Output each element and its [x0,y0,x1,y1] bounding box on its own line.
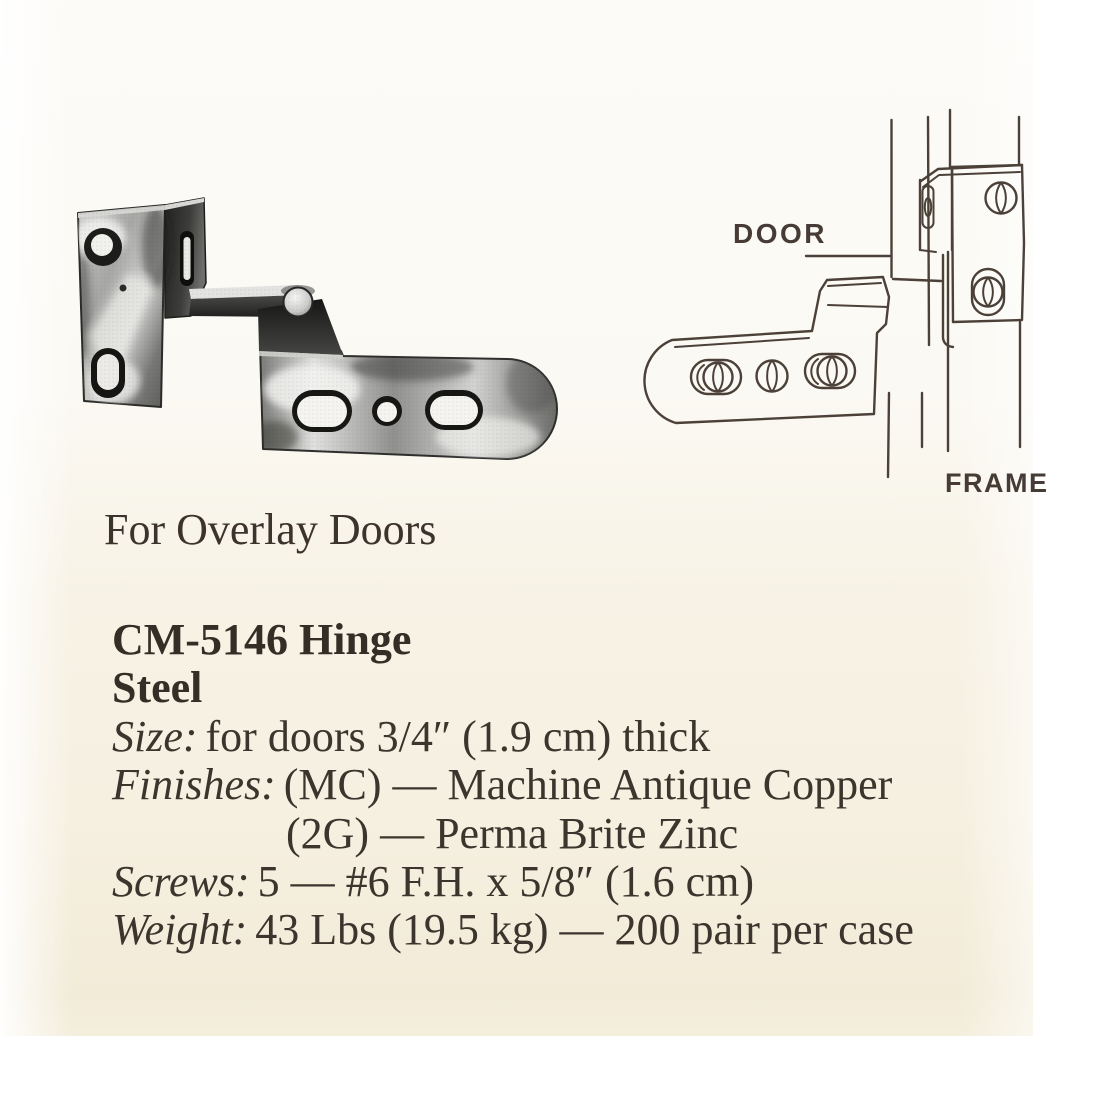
arm-left-slot-arc [696,364,705,391]
spec-finishes-value-2: (2G) — Perma Brite Zinc [286,808,739,858]
spec-weight-label: Weight: [112,905,248,955]
spec-size-value: for doors 3/4″ (1.9 cm) thick [205,711,711,761]
arm-step-thickness-line [827,282,882,287]
bracket-screw-bottom-slot-hole [970,267,1006,317]
arm-thickness-line [674,337,810,348]
arm-left-screw [702,361,734,393]
arm-right-screw [816,355,848,387]
door-front-edge-lower-line [886,391,891,479]
spec-screws-value: 5 — #6 F.H. x 5/8″ (1.6 cm) [257,857,755,907]
spec-material: Steel [112,663,203,713]
diagram-lines [643,108,1026,479]
bracket-flange-bottom [919,249,937,253]
bracket-screw-bottom-slot [982,276,994,308]
bracket-flange-slot [921,185,935,229]
bracket-screw-top-slot [995,181,1007,215]
spec-weight-value: 43 Lbs (19.5 kg) — 200 pair per case [255,905,914,955]
caption: For Overlay Doors [104,505,437,554]
spec-title: CM-5146 Hinge [112,615,412,664]
spec-weight-line: Weight:43 Lbs (19.5 kg) — 200 pair per c… [112,906,914,954]
bracket-flange-slot-inner [923,197,933,217]
frame-label: FRAME [945,468,1049,498]
spec-size-line: Size:for doors 3/4″ (1.9 cm) thick [112,711,914,761]
spec-finishes-label: Finishes: [112,760,276,810]
spec-finishes-value-1: (MC) — Machine Antique Copper [283,760,893,810]
hinge-photo [77,197,558,460]
spec-finishes-line-2: (2G) — Perma Brite Zinc [112,808,914,858]
arm-right-screw-slot [826,355,838,387]
arm-outline [643,275,891,425]
hinge-photo-artwork [77,197,558,460]
paper-background [0,0,1033,1036]
door-back-edge-line [926,115,931,347]
spec-size-label: Size: [112,711,198,761]
arm-underside-line [827,304,889,308]
arm-right-slot-arc [810,358,819,385]
bracket-top-thickness [939,171,1021,176]
arm-right-slot-hole [803,352,857,390]
arm-reveal-top-line [891,277,943,283]
bracket-screw-top [984,181,1018,215]
arm-bend-channel [941,253,955,349]
bracket-screw-bottom [972,276,1004,308]
door-label: DOOR [733,218,827,249]
spec-block: CM-5146 Hinge Steel Size:for doors 3/4″ … [112,615,914,955]
arm-center-screw [755,359,789,393]
bracket-bend-line-1 [919,167,940,183]
spec-finishes-line: Finishes:(MC) — Machine Antique Copper [112,761,914,809]
arm-left-slot-hole [689,358,743,396]
installation-diagram: DOOR FRAME [643,108,1049,498]
bracket-bend-line-2 [922,174,940,188]
arm-center-screw-slot [766,359,778,393]
arm-left-screw-slot [712,361,724,393]
spec-screws-line: Screws:5 — #6 F.H. x 5/8″ (1.6 cm) [112,857,914,907]
spec-screws-label: Screws: [112,857,250,907]
